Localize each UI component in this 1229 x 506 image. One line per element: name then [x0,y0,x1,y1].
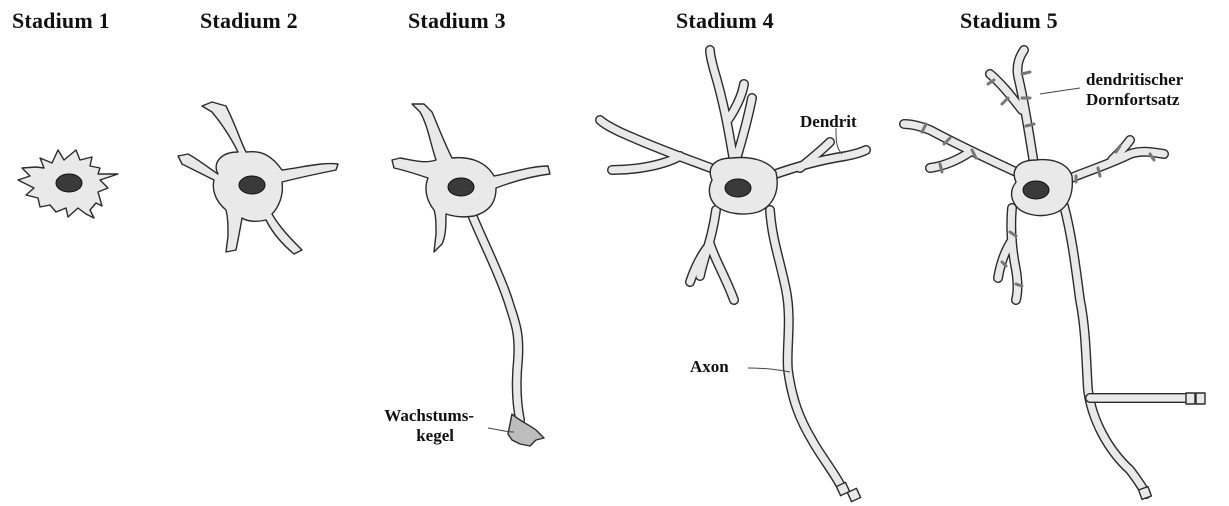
dendritic-spine-label-line1: dendritischer [1086,70,1183,90]
dendritic-spine-label-line2: Dornfortsatz [1086,90,1183,110]
growth-cone-label-line2: kegel [344,426,474,446]
dendritic-spine-label: dendritischer Dornfortsatz [1086,70,1183,110]
growth-cone-label: Wachstums- kegel [344,406,474,446]
dendrite-label: Dendrit [800,112,857,132]
stage-1-cell [18,150,118,218]
growth-cone-label-line1: Wachstums- [344,406,474,426]
spine-leader [1040,88,1080,94]
stage-2-cell [178,102,338,254]
stage-5-cell [904,50,1205,499]
stage-3-cell [392,104,550,446]
axon-label: Axon [690,357,729,377]
